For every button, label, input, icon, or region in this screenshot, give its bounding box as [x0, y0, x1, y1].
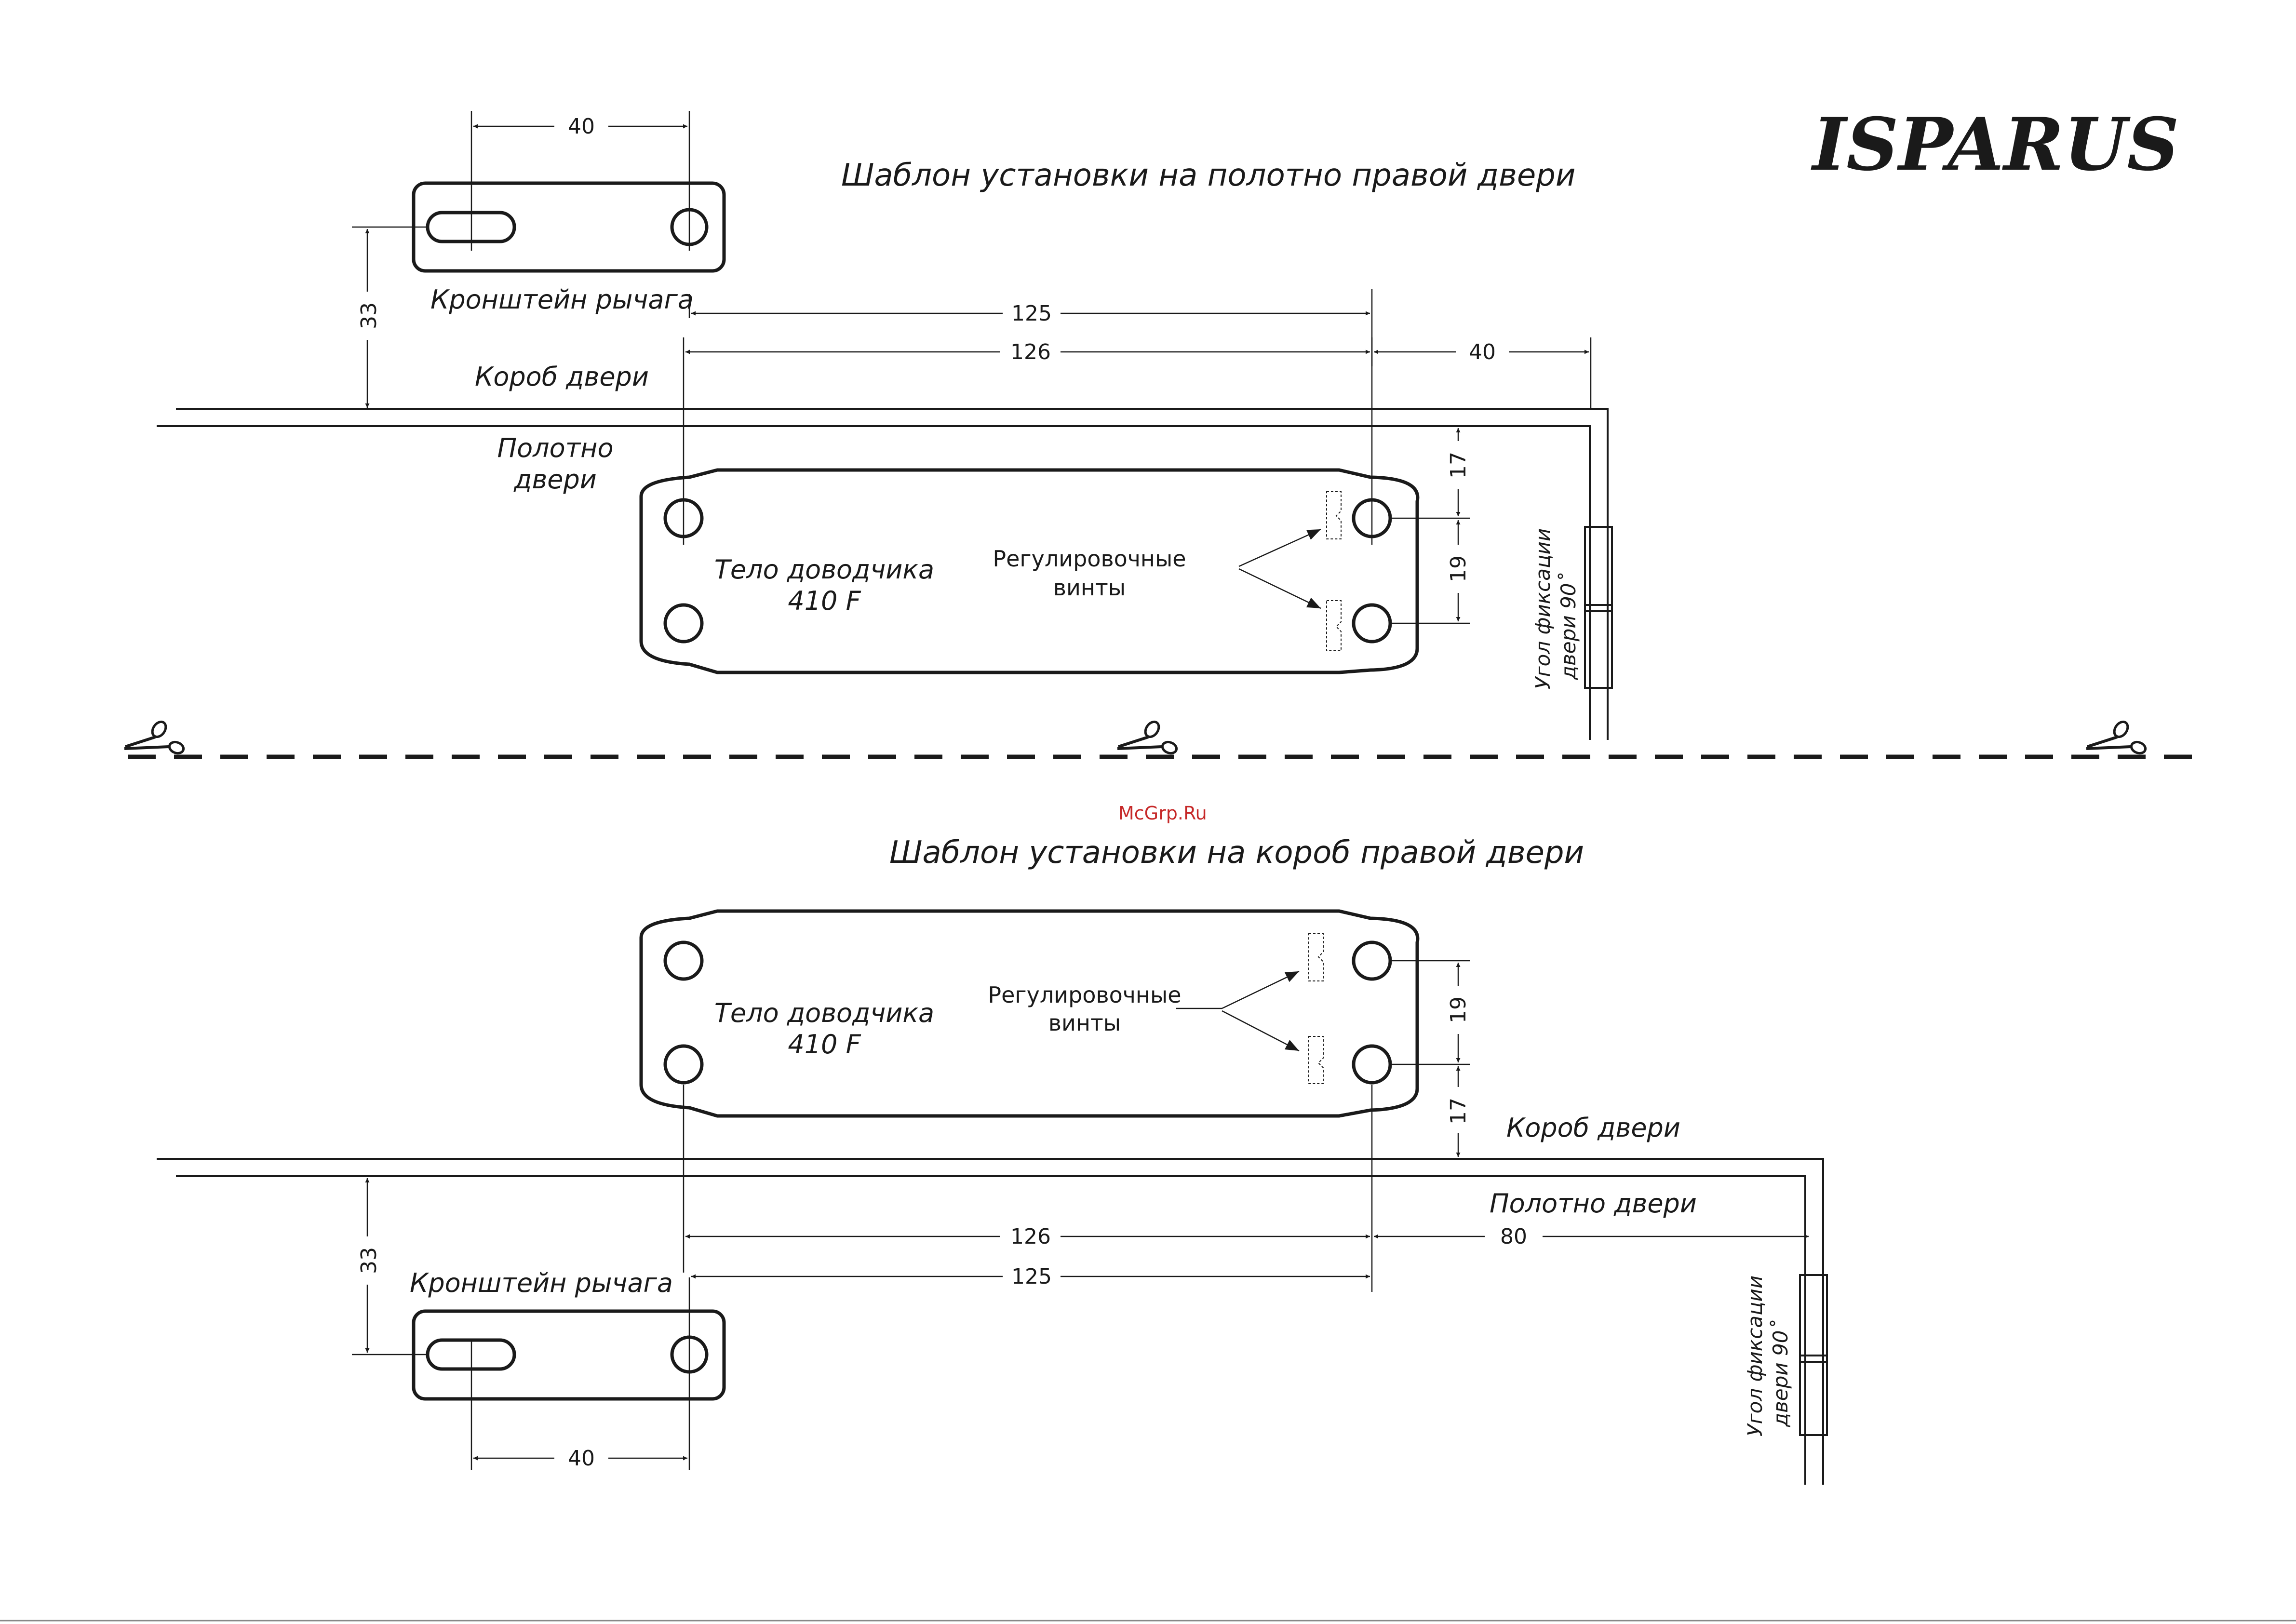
- template-door-title: Шаблон установки на полотно правой двери: [841, 158, 1575, 193]
- template-door-leaf: Шаблон установки на полотно правой двери…: [157, 111, 1613, 740]
- frame-label: Короб двери: [475, 362, 649, 392]
- dim-span-125: 125: [1011, 301, 1052, 326]
- dim-bracket-offset: 33: [357, 302, 381, 329]
- angle-label-line2: двери 90˚: [1557, 573, 1580, 680]
- brand-logo: ISPARUS: [1811, 102, 2179, 187]
- screws-label-line2: винты: [1048, 1010, 1121, 1036]
- dim-v-19: 19: [1446, 555, 1471, 582]
- dim-v-17: 17: [1446, 452, 1471, 479]
- leaf-label-line1: Полотно: [497, 433, 614, 463]
- dim-span-126: 126: [1010, 340, 1051, 364]
- template-frame-title: Шаблон установки на короб правой двери: [889, 835, 1584, 871]
- closer-body-label-line1: Тело доводчика: [714, 998, 934, 1028]
- frame-label: Короб двери: [1506, 1113, 1680, 1143]
- dim-bracket-width: 40: [568, 1446, 595, 1471]
- dim-span-126: 126: [1010, 1224, 1051, 1249]
- dim-side-40: 40: [1469, 340, 1496, 364]
- bracket-label: Кронштейн рычага: [430, 284, 694, 315]
- dim-v-17: 17: [1446, 1098, 1471, 1125]
- dim-bracket-width: 40: [568, 114, 595, 139]
- screws-label-line1: Регулировочные: [988, 982, 1181, 1008]
- closer-body-label-line2: 410 F: [788, 586, 861, 616]
- closer-body-label-line1: Тело доводчика: [714, 554, 934, 585]
- dim-bracket-offset: 33: [357, 1247, 381, 1274]
- dim-side-80: 80: [1500, 1224, 1527, 1249]
- lever-bracket: [412, 1309, 726, 1401]
- leaf-label: Полотно двери: [1490, 1188, 1697, 1219]
- scissors-icon: [1117, 719, 1178, 755]
- angle-label-line2: двери 90˚: [1769, 1320, 1792, 1427]
- leaf-label-line2: двери: [513, 464, 597, 495]
- dim-v-19: 19: [1446, 996, 1471, 1023]
- angle-label-line1: Угол фиксации: [1531, 528, 1555, 689]
- closer-body: [639, 909, 1420, 1118]
- template-door-frame: Шаблон установки на короб правой двери Т…: [157, 835, 1828, 1485]
- angle-label-line1: Угол фиксации: [1743, 1275, 1767, 1436]
- closer-body-label-line2: 410 F: [788, 1029, 861, 1060]
- bracket-label: Кронштейн рычага: [410, 1268, 673, 1298]
- screws-label-line2: винты: [1053, 575, 1126, 601]
- screws-label-line1: Регулировочные: [993, 546, 1186, 572]
- dim-span-125: 125: [1011, 1264, 1052, 1289]
- watermark: McGrp.Ru: [1118, 803, 1207, 824]
- scissors-icon: [124, 719, 185, 755]
- scissors-icon: [2086, 719, 2147, 755]
- lever-bracket: [412, 181, 726, 273]
